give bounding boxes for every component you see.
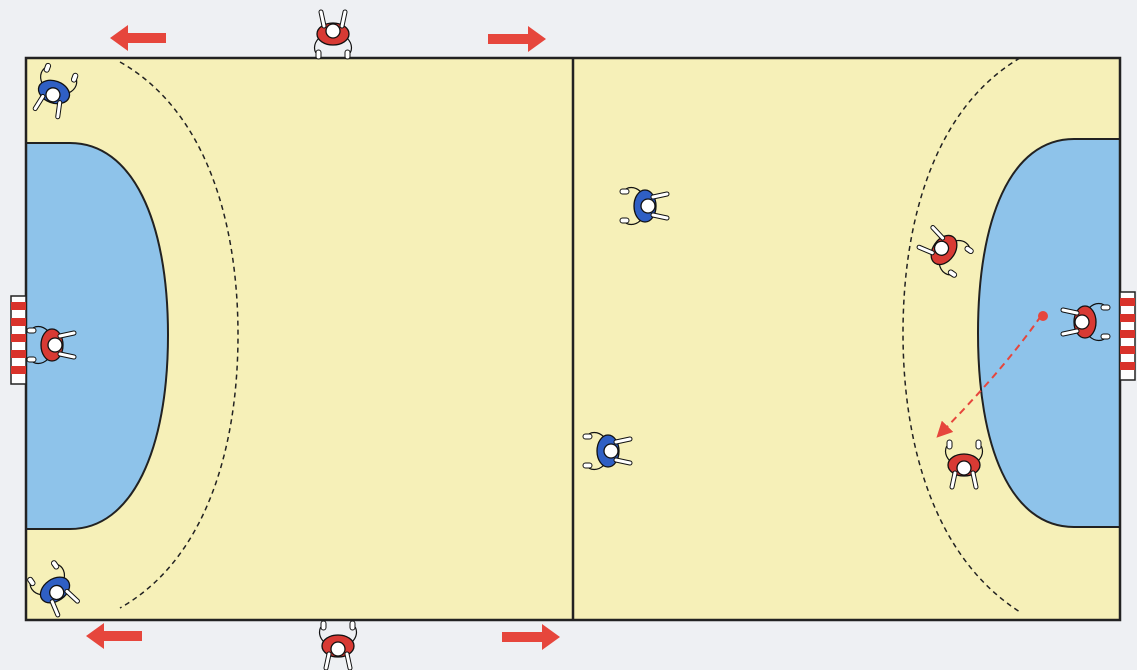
- left-goal-icon: [11, 296, 26, 384]
- right-goal-area: [978, 139, 1120, 527]
- ball-icon: [1038, 311, 1048, 321]
- right-goal-icon: [1120, 292, 1135, 380]
